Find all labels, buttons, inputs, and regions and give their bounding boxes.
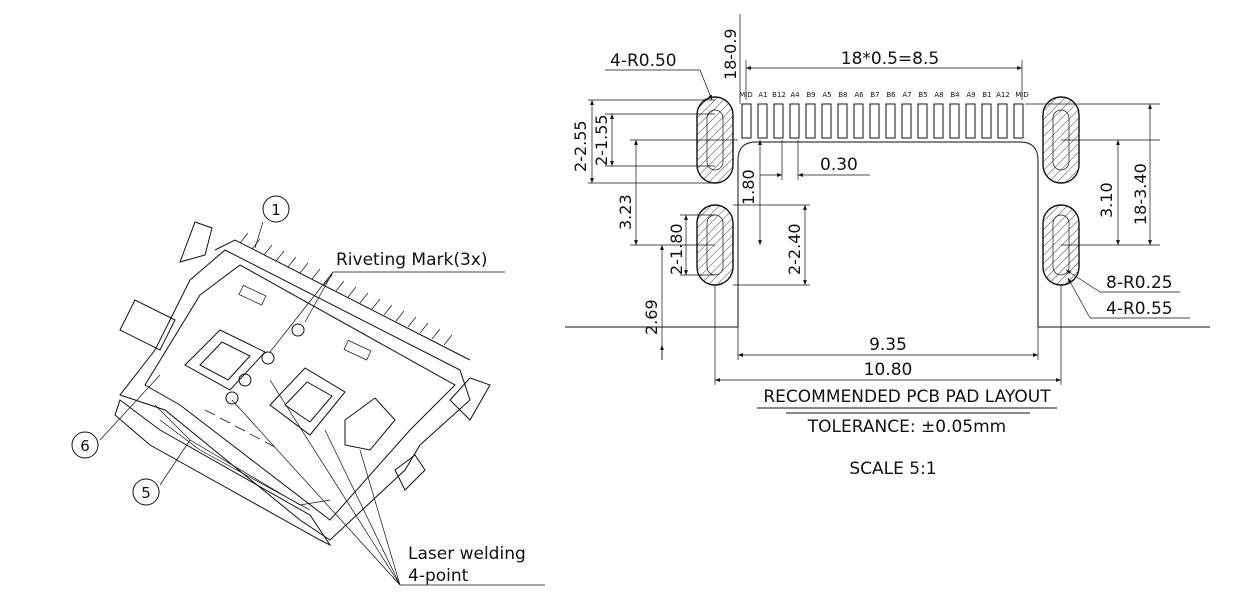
dim-3.23: 3.23 [616,194,635,230]
svg-text:6: 6 [80,437,90,455]
svg-text:A8: A8 [934,91,943,99]
svg-text:A4: A4 [790,91,800,99]
tolerance-note: TOLERANCE: ±0.05mm [807,417,1006,437]
svg-text:B4: B4 [950,91,960,99]
svg-text:A5: A5 [822,91,831,99]
signal-pads [741,103,1024,139]
dim-2-2.40: 2-2.40 [785,223,804,275]
laser-welding-label: Laser welding [408,544,526,564]
dim-2-2.55: 2-2.55 [571,120,590,172]
svg-text:B6: B6 [886,91,896,99]
balloon-5: 5 [132,478,160,506]
svg-text:B12: B12 [772,91,786,99]
layout-title: RECOMMENDED PCB PAD LAYOUT [763,387,1051,407]
svg-text:B8: B8 [838,91,847,99]
dim-4-r0.50: 4-R0.50 [610,51,677,71]
laser-welding-points-label: 4-point [408,566,469,586]
balloon-1: 1 [262,195,290,223]
dim-9.35: 9.35 [869,335,907,355]
svg-text:A1: A1 [758,91,767,99]
dim-2-1.55: 2-1.55 [592,114,611,166]
svg-text:A12: A12 [996,91,1010,99]
dim-18-0.9: 18-0.9 [721,28,740,80]
svg-text:1: 1 [271,201,281,219]
svg-text:A6: A6 [854,91,864,99]
svg-text:B7: B7 [870,91,879,99]
dim-2-1.80: 2-1.80 [667,223,686,275]
balloon-1-leader [254,221,264,249]
svg-text:A7: A7 [902,91,911,99]
dim-10.80: 10.80 [864,360,913,380]
pcb-pad-layout: MID A1 B12 A4 B9 A5 B8 A6 B7 B6 A7 B5 A8… [565,14,1210,479]
dim-0.30: 0.30 [820,155,858,175]
dim-pitch-total: 18*0.5=8.5 [841,49,939,69]
dim-8-r0.25: 8-R0.25 [1106,273,1173,293]
svg-text:A9: A9 [966,91,975,99]
dim-1.80: 1.80 [739,169,758,205]
riveting-mark-label: Riveting Mark(3x) [336,250,487,270]
dim-3.10: 3.10 [1097,182,1116,218]
svg-text:B5: B5 [918,91,927,99]
svg-text:B1: B1 [982,91,991,99]
svg-text:5: 5 [141,484,151,502]
svg-text:B9: B9 [806,91,815,99]
balloon-6: 6 [71,431,99,459]
pin-name-labels: MID A1 B12 A4 B9 A5 B8 A6 B7 B6 A7 B5 A8… [739,91,1029,99]
balloon-6-leader [99,374,161,441]
iso-pins [239,232,453,346]
connector-isometric-view [99,221,545,586]
dim-4-r0.55: 4-R0.55 [1106,299,1173,319]
scale-note: SCALE 5:1 [849,459,936,479]
balloon-5-leader [159,439,191,486]
dim-2.69: 2.69 [642,299,661,335]
dim-18-3.40: 18-3.40 [1131,163,1150,225]
